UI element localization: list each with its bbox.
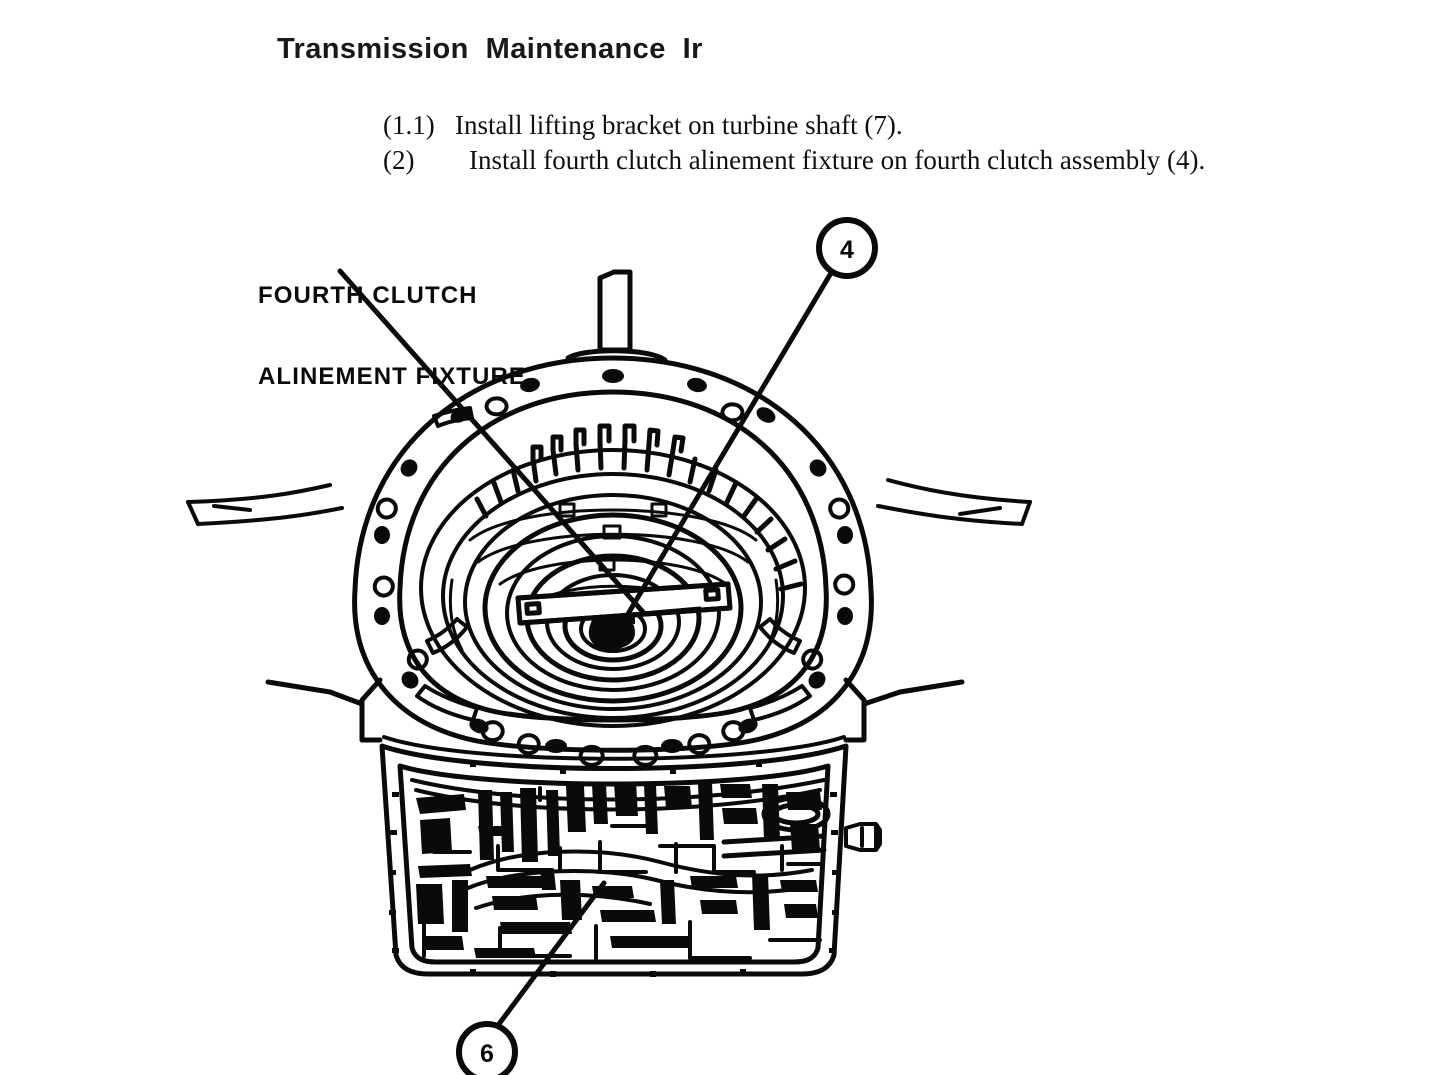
side-drain-plug <box>844 822 882 852</box>
transmission-illustration: 4 6 <box>0 180 1445 1075</box>
instruction-text: Install lifting bracket on turbine shaft… <box>455 110 903 140</box>
figure-label-line-2: ALINEMENT FIXTURE <box>258 363 527 390</box>
list-item: (2) Install fourth clutch alinement fixt… <box>383 143 1413 178</box>
callout-6-number: 6 <box>480 1040 494 1068</box>
callout-4-number: 4 <box>840 236 854 264</box>
instruction-number: (2) <box>383 145 415 175</box>
leader-line-fixture <box>337 268 646 615</box>
flange-bolt-holes <box>374 369 853 753</box>
housing-side-wing-left <box>186 483 344 526</box>
instruction-number: (1.1) <box>383 110 435 140</box>
leader-line-callout-4 <box>619 265 837 627</box>
transmission-case-shoulders <box>327 677 903 761</box>
turbine-shaft-lug <box>565 269 668 363</box>
figure-label-fourth-clutch-alinement-fixture: FOURTH CLUTCH ALINEMENT FIXTURE <box>258 228 526 444</box>
fourth-clutch-assembly <box>419 448 807 728</box>
leader-stub-left <box>265 679 333 695</box>
clutch-spline-teeth <box>474 423 804 592</box>
leader-stub-right <box>897 679 965 695</box>
callout-4 <box>816 217 878 279</box>
valve-body-castings <box>410 778 831 962</box>
leader-line-callout-6 <box>493 880 607 1031</box>
leader-lines <box>265 265 965 1031</box>
page-title: Transmission Maintenance Ir <box>277 33 703 65</box>
oil-pan-rim-bolts <box>389 762 839 977</box>
callout-6 <box>456 1021 518 1075</box>
housing-side-wing-right <box>876 478 1032 526</box>
instruction-list: (1.1) Install lifting bracket on turbine… <box>383 108 1413 178</box>
bell-housing-outer-flange <box>352 355 874 753</box>
instruction-text: Install fourth clutch alinement fixture … <box>469 145 1206 175</box>
list-item: (1.1) Install lifting bracket on turbine… <box>383 108 1413 143</box>
figure-label-line-1: FOURTH CLUTCH <box>258 282 478 309</box>
